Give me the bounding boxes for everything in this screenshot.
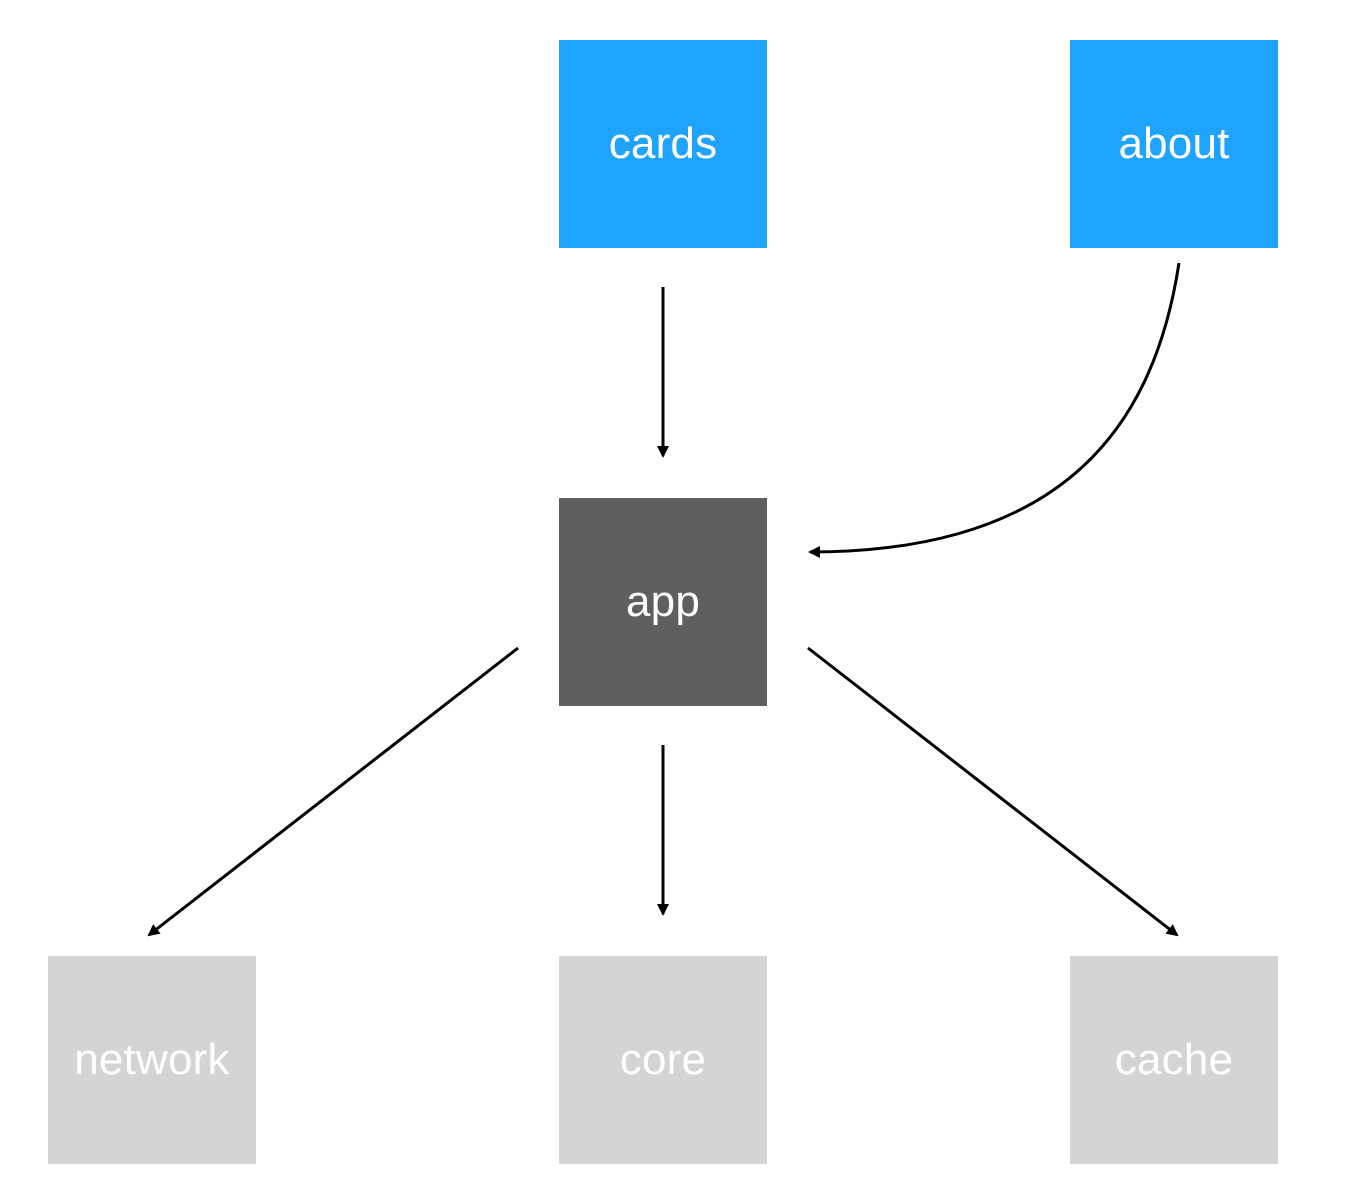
- edge-app-to-cache: [807, 646, 1179, 937]
- edge-app-to-network: [147, 646, 519, 937]
- node-network-label: network: [74, 1035, 230, 1084]
- node-app[interactable]: app: [559, 498, 767, 706]
- node-cards[interactable]: cards: [559, 40, 767, 248]
- node-cards-label: cards: [608, 119, 718, 168]
- node-cache-label: cache: [1114, 1035, 1234, 1084]
- node-about[interactable]: about: [1070, 40, 1278, 248]
- node-core[interactable]: core: [559, 956, 767, 1164]
- node-cache[interactable]: cache: [1070, 956, 1278, 1164]
- node-app-label: app: [625, 577, 700, 626]
- edge-about-to-app: [808, 262, 1181, 558]
- node-about-label: about: [1118, 119, 1230, 168]
- node-network[interactable]: network: [48, 956, 256, 1164]
- node-core-label: core: [619, 1035, 707, 1084]
